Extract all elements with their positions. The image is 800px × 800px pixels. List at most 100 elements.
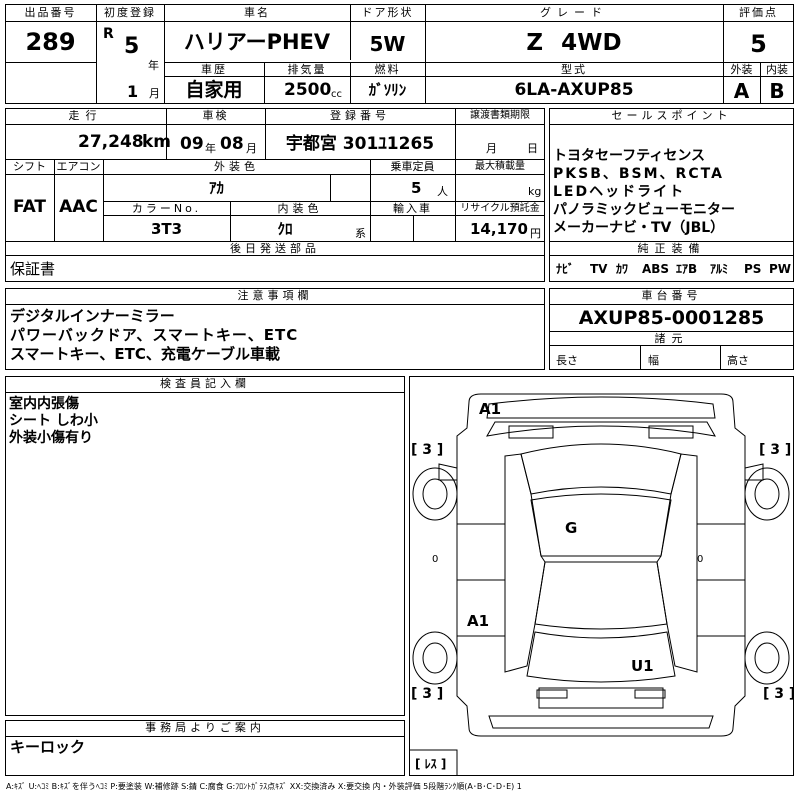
capacity-label: 乗車定員 [390, 160, 435, 173]
notes-block [5, 288, 545, 370]
car-diagram: A1 G A1 U1 [ 3 ] [ 3 ] [ 3 ] [ 3 ] 0 0 [… [409, 393, 794, 776]
inspector-line-1: 室内内張傷 [9, 396, 79, 412]
capacity-unit: 人 [437, 185, 448, 198]
inspection-label: 車検 [202, 109, 229, 122]
mirror-left [438, 463, 458, 481]
tire-rear-right-inner [754, 642, 780, 674]
mileage-value: 27,248 [78, 132, 144, 152]
mileage-unit: km [142, 132, 172, 152]
car-name-label: 車名 [244, 6, 270, 19]
tire-front-left-inner [422, 478, 448, 510]
equip-tv: TV [590, 262, 608, 276]
equip-nav: ﾅﾋﾞ [556, 262, 575, 276]
int-color-value: ｸﾛ [277, 220, 293, 238]
tire-value-right: 0 [697, 554, 703, 565]
rear-glass [534, 561, 668, 630]
cabin-left [504, 453, 546, 673]
inspector-line-3: 外装小傷有り [9, 430, 93, 446]
equip-alloy: ｱﾙﾐ [710, 262, 729, 276]
shift-label: シフト [13, 160, 46, 173]
sales-points-block [549, 108, 794, 282]
tire-label-front-left: [ 3 ] [411, 442, 443, 458]
interior-label: 内装 [766, 63, 788, 76]
mileage-label: 走行 [68, 109, 103, 122]
reg-month: 1 [127, 82, 139, 101]
taillight-right [634, 689, 666, 699]
era-mark: R [103, 26, 114, 42]
equip-leather: ｶﾜ [616, 262, 629, 276]
tire-rear-left [412, 631, 458, 685]
taillight-left [536, 689, 568, 699]
int-color-unit: 系 [355, 227, 366, 240]
damage-mark-a1-front: A1 [479, 400, 501, 418]
year-unit: 年 [148, 59, 159, 72]
transfer-day-unit: 日 [527, 142, 538, 155]
recycle-label: リサイクル預託金 [460, 203, 540, 214]
headlight-right [648, 425, 694, 439]
color-no-value: 3T3 [150, 220, 183, 238]
ac-value: AAC [59, 197, 98, 217]
spare-tire-box [409, 749, 458, 776]
ext-color-label: 外装色 [214, 160, 259, 173]
recycle-value: 14,170 [470, 220, 528, 238]
sales-point-2: PKSB、BSM、RCTA [553, 166, 724, 182]
tire-label-rear-right: [ 3 ] [763, 686, 794, 702]
history-value: 自家用 [185, 79, 243, 101]
transfer-label: 譲渡書類期限 [470, 110, 530, 121]
displacement-label: 排気量 [287, 63, 327, 76]
tire-label-front-right: [ 3 ] [759, 442, 791, 458]
displacement-unit: cc [331, 89, 342, 100]
fuel-value: ｶﾞｿﾘﾝ [368, 81, 407, 99]
hood [486, 421, 716, 437]
history-label: 車歴 [201, 63, 227, 76]
door-value: 5W [369, 32, 406, 56]
ext-color-value: ｱｶ [208, 179, 224, 197]
car-diagram-panel [409, 376, 794, 776]
rear-bumper [488, 715, 714, 729]
notes-label: 注意事項欄 [237, 289, 313, 302]
tire-front-right-inner [754, 478, 780, 510]
note-line-1: デジタルインナーミラー [10, 307, 175, 325]
grade-label: グレード [540, 6, 608, 19]
damage-mark-g: G [565, 519, 577, 537]
tire-label-rear-left: [ 3 ] [411, 686, 443, 702]
plate-value: 宇都宮 301ﾕ1265 [285, 134, 435, 154]
width-label: 幅 [648, 354, 659, 367]
exterior-label: 外装 [730, 63, 753, 76]
tire-rear-left-inner [422, 642, 448, 674]
capacity-value: 5 [411, 179, 422, 197]
score-value: 5 [750, 30, 767, 58]
shift-value: FAT [12, 197, 47, 217]
footer-legend: A:ｷｽﾞ U:ﾍｺﾐ B:ｷｽﾞを伴うﾍｺﾐ P:要塗装 W:補修跡 S:錆 … [6, 782, 522, 791]
height-label: 高さ [727, 354, 749, 367]
interior-grade: B [769, 79, 785, 103]
roof [530, 493, 672, 557]
first-reg-label: 初度登録 [104, 6, 156, 19]
headlight-left [508, 425, 554, 439]
chassis-label: 車台番号 [641, 289, 702, 302]
fuel-label: 燃料 [374, 63, 401, 76]
deferred-value: 保証書 [10, 260, 56, 278]
equip-airbag: ｴｱB [676, 262, 698, 276]
body-outline [456, 393, 746, 737]
sales-point-4: パノラミックビューモニター [553, 202, 735, 218]
windshield [520, 443, 682, 495]
exterior-grade: A [733, 79, 750, 103]
note-line-3: スマートキー、ETC、充電ケーブル車載 [10, 345, 280, 363]
int-color-label: 内装色 [277, 202, 323, 215]
header-block [5, 4, 794, 104]
inspector-line-2: シート しわ小 [9, 413, 98, 429]
office-block [5, 720, 405, 776]
chassis-block [549, 288, 794, 370]
mirror-right [744, 463, 764, 481]
insp-month-unit: 月 [246, 142, 257, 155]
equip-pw: PW [769, 262, 792, 276]
tire-value-left: 0 [432, 554, 438, 565]
dims-label: 諸元 [654, 332, 689, 345]
chassis-number: AXUP85-0001285 [578, 307, 765, 329]
cabin-right [656, 453, 698, 673]
length-label: 長さ [556, 354, 578, 367]
equip-ps: PS [744, 262, 762, 276]
sales-point-5: メーカーナビ・TV（JBL） [553, 220, 725, 236]
lot-label: 出品番号 [24, 6, 77, 19]
